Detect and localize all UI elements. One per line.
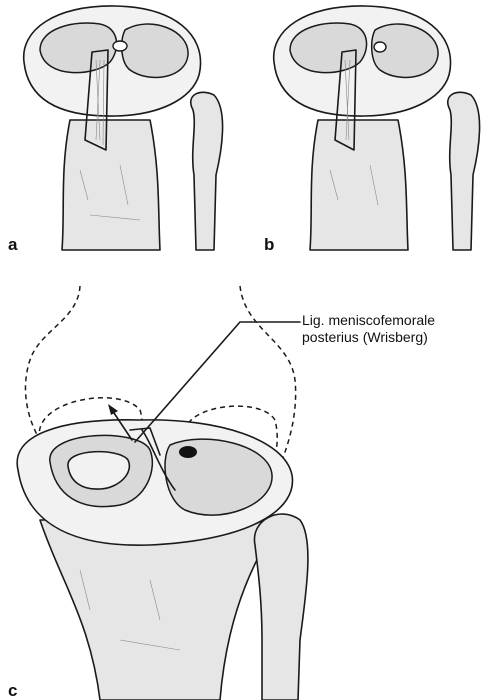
callout-line-1: Lig. meniscofemorale	[302, 312, 435, 329]
panel-label-c: c	[8, 682, 17, 699]
panel-c-drawing	[17, 286, 308, 700]
panel-a-drawing	[24, 6, 223, 250]
ligament-callout: Lig. meniscofemorale posterius (Wrisberg…	[302, 312, 435, 346]
panel-label-b: b	[264, 236, 274, 253]
panel-b-drawing	[274, 6, 480, 250]
panel-label-a: a	[8, 236, 17, 253]
callout-line-2: posterius (Wrisberg)	[302, 329, 435, 346]
